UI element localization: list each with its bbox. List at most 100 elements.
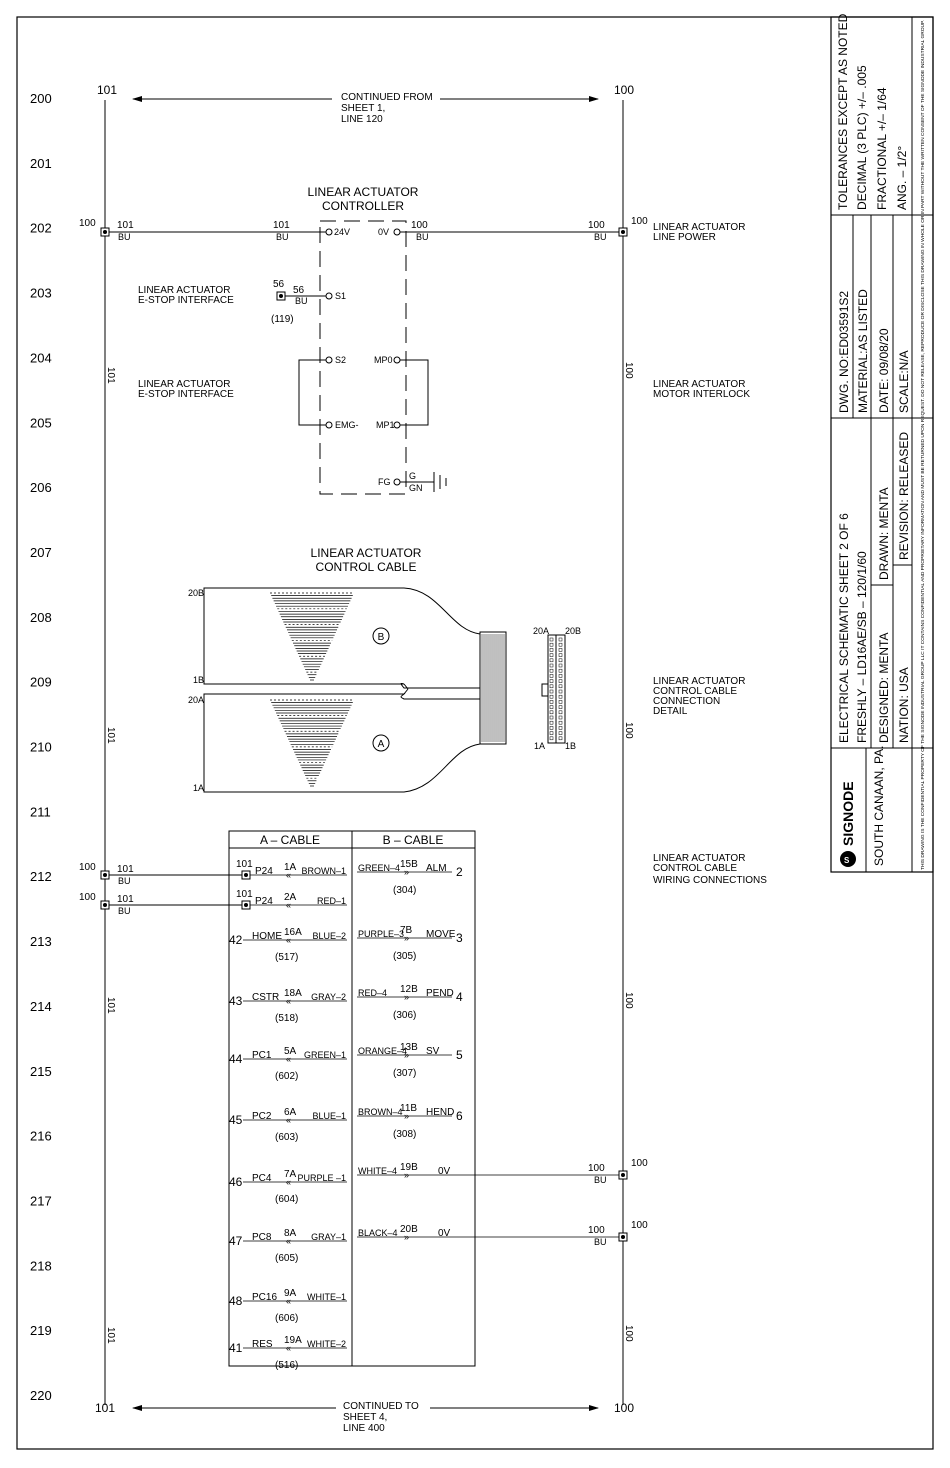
svg-text:SHEET 4,: SHEET 4, [343, 1412, 387, 1423]
connector-pin [558, 637, 563, 642]
signode-logo: S SIGNODE [840, 781, 856, 867]
svg-text:3: 3 [456, 931, 463, 945]
svg-text:BU: BU [594, 232, 607, 242]
cable-title-2: CONTROL CABLE [316, 560, 417, 574]
svg-text:(306): (306) [393, 1010, 416, 1021]
control-cable: LINEAR ACTUATOR CONTROL CABLE B A 20B 1B… [188, 546, 581, 793]
svg-text:«: « [286, 1296, 291, 1306]
svg-text:100: 100 [631, 1158, 648, 1169]
svg-text:BLUE–2: BLUE–2 [312, 931, 346, 941]
svg-text:100: 100 [411, 220, 428, 231]
svg-text:«: « [286, 870, 291, 880]
svg-text:MOTOR INTERLOCK: MOTOR INTERLOCK [653, 389, 750, 400]
svg-text:4: 4 [456, 990, 463, 1004]
connector-pin [549, 663, 554, 668]
svg-text:15B: 15B [400, 859, 418, 870]
svg-text:PC8: PC8 [252, 1232, 272, 1243]
connector-pin [549, 736, 554, 741]
row-number: 220 [30, 1388, 52, 1403]
svg-text:2: 2 [456, 865, 463, 879]
svg-text:MP1: MP1 [376, 420, 395, 430]
row-number: 211 [30, 804, 51, 819]
row-number: 203 [30, 286, 52, 301]
connector-pin [549, 720, 554, 725]
svg-text:MATERIAL:AS LISTED: MATERIAL:AS LISTED [856, 289, 870, 413]
svg-text:100: 100 [588, 220, 605, 231]
svg-text:LINEAR ACTUATOR: LINEAR ACTUATOR [138, 285, 230, 296]
svg-text:24V: 24V [334, 227, 350, 237]
svg-text:19B: 19B [400, 1162, 418, 1173]
svg-text:(516): (516) [275, 1360, 298, 1371]
svg-text:(307): (307) [393, 1068, 416, 1079]
svg-text:BU: BU [416, 232, 429, 242]
connector-pin [549, 668, 554, 673]
row-number: 202 [30, 221, 52, 236]
svg-text:S: S [844, 856, 850, 865]
svg-text:BU: BU [594, 1175, 607, 1185]
svg-text:CONTROL CABLE: CONTROL CABLE [653, 863, 737, 874]
svg-text:DATE: 09/08/20: DATE: 09/08/20 [877, 328, 891, 413]
svg-text:100: 100 [79, 218, 96, 229]
svg-text:TOLERANCES EXCEPT AS NOTED: TOLERANCES EXCEPT AS NOTED [836, 13, 850, 210]
svg-text:E-STOP INTERFACE: E-STOP INTERFACE [138, 389, 234, 400]
row-number: 213 [30, 934, 52, 949]
svg-text:CONNECTION: CONNECTION [653, 696, 720, 707]
svg-text:(518): (518) [275, 1013, 298, 1024]
svg-text:PC16: PC16 [252, 1292, 277, 1303]
svg-text:(304): (304) [393, 885, 416, 896]
svg-text:DECIMAL (3 PLC) +/– .005: DECIMAL (3 PLC) +/– .005 [855, 65, 869, 210]
svg-text:13B: 13B [400, 1042, 418, 1053]
svg-text:20B: 20B [188, 588, 204, 598]
connector-pin [558, 726, 563, 730]
svg-text:DWG. NO:ED03591S2: DWG. NO:ED03591S2 [837, 291, 851, 413]
svg-text:BROWN–4: BROWN–4 [358, 1107, 403, 1117]
connector-pin [549, 642, 554, 647]
svg-text:100: 100 [79, 862, 96, 873]
svg-text:(603): (603) [275, 1132, 298, 1143]
svg-text:PC2: PC2 [252, 1111, 272, 1122]
svg-text:LINEAR ACTUATOR: LINEAR ACTUATOR [653, 853, 745, 864]
svg-text:41: 41 [229, 1341, 243, 1355]
svg-text:BU: BU [295, 296, 308, 306]
svg-text:BU: BU [118, 876, 131, 886]
svg-text:45: 45 [229, 1113, 243, 1127]
svg-text:BU: BU [118, 232, 131, 242]
svg-text:«: « [286, 996, 291, 1006]
svg-text:P24: P24 [255, 866, 273, 877]
svg-text:PEND: PEND [426, 988, 454, 999]
svg-text:LINEAR ACTUATOR: LINEAR ACTUATOR [138, 379, 230, 390]
controller-title-2: CONTROLLER [322, 199, 404, 213]
svg-text:DRAWN: MENTA: DRAWN: MENTA [877, 487, 891, 580]
svg-text:ELECTRICAL SCHEMATIC SHEET 2 O: ELECTRICAL SCHEMATIC SHEET 2 OF 6 [837, 513, 851, 743]
connector-pin [549, 679, 554, 683]
svg-text:S2: S2 [335, 355, 346, 365]
svg-text:DESIGNED: MENTA: DESIGNED: MENTA [877, 633, 891, 743]
svg-text:DETAIL: DETAIL [653, 706, 688, 717]
cable-a-circle: A [378, 739, 385, 750]
svg-text:43: 43 [229, 994, 243, 1008]
svg-text:1B: 1B [193, 675, 204, 685]
row-number: 206 [30, 480, 52, 495]
svg-text:20A: 20A [188, 695, 204, 705]
svg-text:56: 56 [293, 285, 305, 296]
connector-pin [549, 710, 554, 715]
connector-pin [558, 705, 563, 709]
svg-text:MOVE: MOVE [426, 929, 456, 940]
svg-text:101: 101 [117, 220, 134, 231]
svg-text:7B: 7B [400, 925, 413, 936]
svg-text:5: 5 [456, 1048, 463, 1062]
rail-101-label-4: 101 [105, 1327, 116, 1344]
svg-text:BLACK–4: BLACK–4 [358, 1228, 398, 1238]
row-number: 217 [30, 1193, 52, 1208]
row-number: 209 [30, 675, 52, 690]
svg-text:RED–1: RED–1 [317, 896, 346, 906]
svg-text:56: 56 [273, 279, 285, 290]
connector-pin [558, 663, 563, 668]
